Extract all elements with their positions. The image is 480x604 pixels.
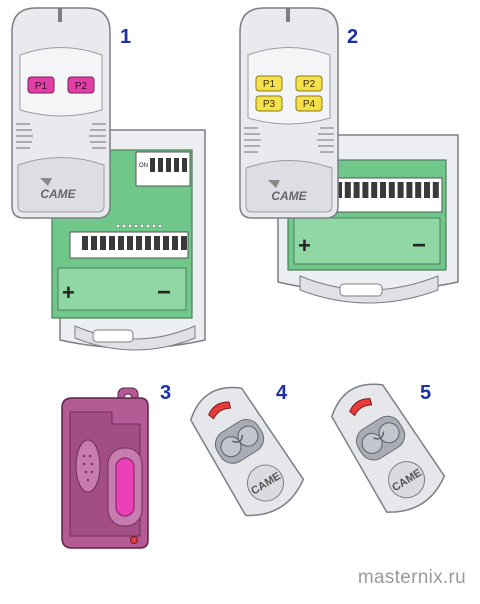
dip-switch[interactable] xyxy=(388,182,395,198)
dip-switch[interactable] xyxy=(127,236,133,250)
led-indicator xyxy=(130,536,138,544)
remote-2-battery: + − xyxy=(293,217,441,265)
dip-switch[interactable] xyxy=(344,182,351,198)
svg-text:−: − xyxy=(157,279,171,306)
svg-text:−: − xyxy=(412,232,426,259)
dip-switch[interactable] xyxy=(136,236,142,250)
dip-switch[interactable] xyxy=(432,182,439,198)
button-p1[interactable] xyxy=(255,75,283,92)
dip-switch[interactable] xyxy=(150,158,155,172)
remote-1-front: P1 P2 CAME xyxy=(11,7,111,219)
remote-3 xyxy=(61,387,149,549)
dip-switch[interactable] xyxy=(181,236,187,250)
remote-2-dip-switch xyxy=(329,177,443,213)
dip-switch[interactable] xyxy=(397,182,404,198)
dip-switch[interactable] xyxy=(118,236,124,250)
button-p1[interactable] xyxy=(27,76,55,94)
dip-switch[interactable] xyxy=(158,158,163,172)
dip-switch[interactable] xyxy=(100,236,106,250)
button-p3[interactable] xyxy=(255,95,283,112)
dip-switch[interactable] xyxy=(82,236,88,250)
svg-text:P2: P2 xyxy=(75,81,88,92)
remote-4: CAME xyxy=(189,386,305,517)
dip-switch[interactable] xyxy=(380,182,386,198)
remote-1-dip-switch-upper: ON xyxy=(135,151,191,187)
svg-text:P1: P1 xyxy=(35,81,48,92)
dip-switch[interactable] xyxy=(145,236,151,250)
svg-text:+: + xyxy=(62,280,75,305)
label-1: 1 xyxy=(120,26,132,48)
svg-text:P1: P1 xyxy=(263,79,276,90)
dip-switch[interactable] xyxy=(182,158,187,172)
dip-switch[interactable] xyxy=(91,236,97,250)
dip-switch[interactable] xyxy=(172,236,178,250)
dip-switch[interactable] xyxy=(174,158,179,172)
dip-switch[interactable] xyxy=(163,236,169,250)
button-p2[interactable] xyxy=(295,75,323,92)
dip-switch[interactable] xyxy=(371,182,378,198)
svg-text:P3: P3 xyxy=(263,99,276,110)
label-4: 4 xyxy=(276,382,288,404)
dip-switch[interactable] xyxy=(336,182,342,198)
remote-5: CAME xyxy=(331,383,446,513)
dip-switch[interactable] xyxy=(424,182,430,198)
label-2: 2 xyxy=(347,26,359,48)
button-p2[interactable] xyxy=(67,76,95,94)
label-5: 5 xyxy=(420,382,432,404)
svg-text:P4: P4 xyxy=(303,99,316,110)
label-3: 3 xyxy=(160,382,172,404)
remote-2: + − P1 P2 P3 P4 CAME xyxy=(239,7,459,304)
svg-text:+: + xyxy=(298,233,311,258)
button-p4[interactable] xyxy=(295,95,323,112)
brand-logo-came-1: CAME xyxy=(40,187,76,201)
watermark: masternix.ru xyxy=(357,567,466,588)
dip-switch[interactable] xyxy=(154,236,160,250)
remote-1-dip-switch-lower xyxy=(69,231,189,259)
remote-1: + − ON P1 P2 xyxy=(11,7,206,351)
remote-2-front: P1 P2 P3 P4 CAME xyxy=(239,7,339,219)
dip-switch[interactable] xyxy=(109,236,115,250)
brand-logo-came-2: CAME xyxy=(271,189,307,203)
pink-button[interactable] xyxy=(115,457,135,517)
dip-switch[interactable] xyxy=(415,182,422,198)
dip-switch[interactable] xyxy=(166,158,171,172)
dip-switch[interactable] xyxy=(362,182,369,198)
dip-switch[interactable] xyxy=(353,182,360,198)
remote-1-battery: + − xyxy=(57,267,187,311)
dip-on-label: ON xyxy=(139,163,148,169)
svg-text:P2: P2 xyxy=(303,79,316,90)
dip-switch[interactable] xyxy=(406,182,413,198)
